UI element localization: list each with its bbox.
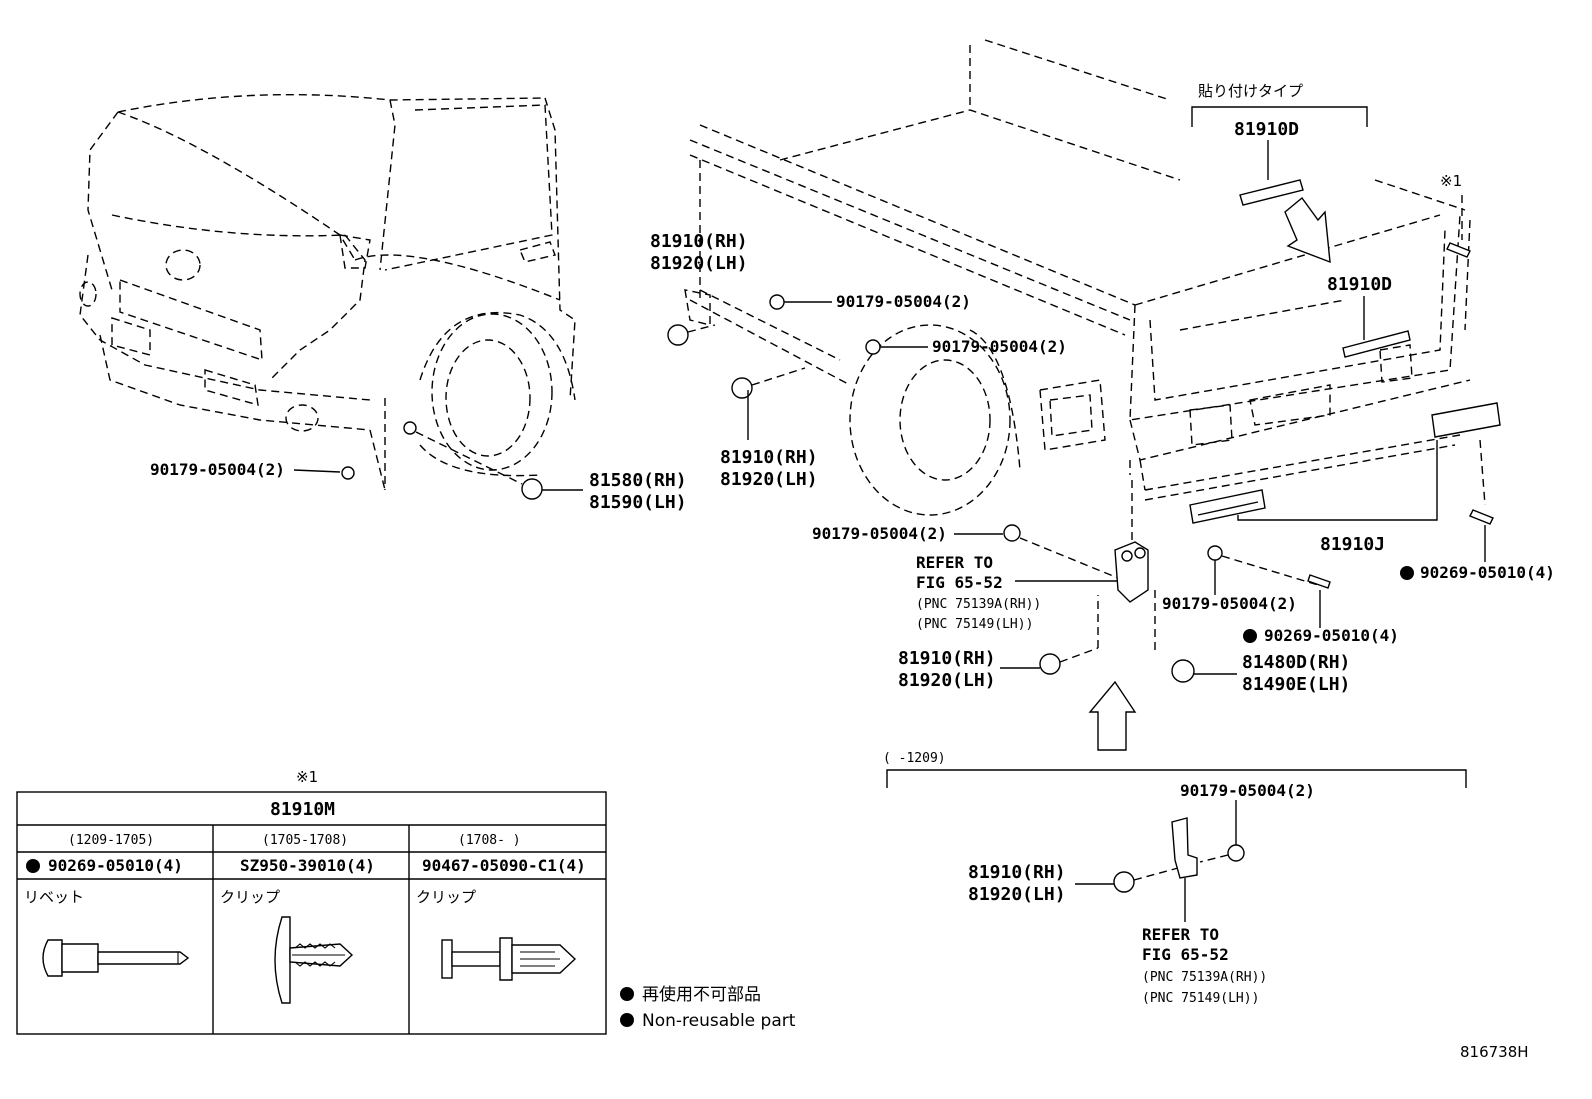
rivet-icon	[42, 939, 190, 977]
sticker-type-bracket	[1191, 106, 1411, 358]
marker-lamp-icon	[667, 324, 689, 346]
col2-part: SZ950-39010(4)	[240, 856, 375, 875]
inset-refer-pnc-rh: (PNC 75139A(RH))	[1142, 970, 1267, 985]
col3-part: 90467-05090-C1(4)	[422, 856, 586, 875]
rivet-b-label: 90269-05010(4)	[1264, 626, 1399, 645]
reflector-strip-icon	[1239, 179, 1304, 206]
front-lamp-parts	[293, 421, 583, 500]
front-lamp-lh-label: 81590(LH)	[589, 492, 687, 513]
marker-lamp-icon	[731, 377, 753, 399]
non-reusable-dot-icon	[26, 859, 40, 873]
refer-line1: REFER TO	[916, 553, 993, 572]
tail-lamp-lh-label: 81490E(LH)	[1242, 674, 1350, 695]
col3-period: (1708- )	[458, 833, 521, 848]
nut-a-label: 90179-05004(2)	[836, 292, 971, 311]
nut-b-label: 90179-05004(2)	[932, 337, 1067, 356]
inset-bracket	[886, 769, 1467, 922]
note-mark-label: ※1	[1440, 172, 1462, 190]
front-clip-label: 90179-05004(2)	[150, 460, 285, 479]
push-clip-icon	[441, 937, 577, 981]
col1-period: (1209-1705)	[68, 833, 154, 848]
sticker-type-label: 貼り付けタイプ	[1198, 82, 1303, 100]
non-reusable-dot-icon	[1400, 566, 1414, 580]
front-lamp-rh-label: 81580(RH)	[589, 470, 687, 491]
nut-d-label: 90179-05004(2)	[1162, 594, 1297, 613]
marker-lamp-icon	[1039, 653, 1061, 675]
upper-lamp-group	[667, 289, 928, 440]
reflector-icon	[1342, 330, 1411, 358]
clip-icon	[274, 916, 354, 1004]
tail-lamp-rh-label: 81480D(RH)	[1242, 652, 1350, 673]
refer-pnc-lh: (PNC 75149(LH))	[916, 617, 1033, 632]
reflector-plate-label: 81910J	[1320, 534, 1385, 555]
low-lamp-lh-label: 81920(LH)	[898, 670, 996, 691]
marker-lamp-icon	[1113, 871, 1135, 893]
col1-type: リベット	[24, 888, 84, 906]
bracket-plate-icon	[1171, 817, 1198, 879]
inset-lamp-lh-label: 81920(LH)	[968, 884, 1066, 905]
col1-part: 90269-05010(4)	[48, 856, 183, 875]
non-reusable-dot-icon	[620, 987, 634, 1001]
clip-nut-icon	[341, 466, 355, 480]
mid-lamp-lh-label: 81920(LH)	[720, 469, 818, 490]
low-lamp-rh-label: 81910(RH)	[898, 648, 996, 669]
inset-lamp-rh-label: 81910(RH)	[968, 862, 1066, 883]
reflector-plate-icon	[1189, 489, 1266, 524]
figure-code: 816738H	[1460, 1043, 1529, 1061]
bracket-group	[954, 402, 1501, 751]
reflector-mid-label: 81910D	[1327, 274, 1392, 295]
col2-type: クリップ	[220, 888, 280, 906]
rivet-a-label: 90269-05010(4)	[1420, 563, 1555, 582]
reflector-top-label: 81910D	[1234, 119, 1299, 140]
variant-table: ※1 81910M (1209-1705) (1705-1708) (1708-…	[16, 768, 607, 1035]
non-reusable-dot-icon	[620, 1013, 634, 1027]
rear-truck-illustration	[689, 39, 1471, 516]
nut-icon	[769, 294, 785, 310]
refer-pnc-rh: (PNC 75139A(RH))	[916, 597, 1041, 612]
inset-refer-pnc-lh: (PNC 75149(LH))	[1142, 991, 1259, 1006]
table-note-mark: ※1	[296, 768, 318, 786]
col2-period: (1705-1708)	[262, 833, 348, 848]
inset-range-label: ( -1209)	[883, 751, 946, 766]
rivet-icon	[1307, 574, 1331, 589]
refer-line2: FIG 65-52	[916, 573, 1003, 592]
nut-icon	[1227, 844, 1245, 862]
up-arrow-icon	[1088, 680, 1137, 751]
non-reusable-dot-icon	[1243, 629, 1257, 643]
rivet-top-icon	[1446, 195, 1471, 258]
nut-c-label: 90179-05004(2)	[812, 524, 947, 543]
upper-lamp-rh-label: 81910(RH)	[650, 231, 748, 252]
legend-en: Non-reusable part	[642, 1011, 796, 1031]
col3-type: クリップ	[416, 888, 476, 906]
table-title: 81910M	[270, 799, 335, 820]
inset-refer-line2: FIG 65-52	[1142, 945, 1229, 964]
front-cab-illustration	[79, 93, 576, 491]
tail-lamp-icon	[1171, 659, 1195, 683]
legend: 再使用不可部品 Non-reusable part	[620, 984, 796, 1031]
mid-lamp-rh-label: 81910(RH)	[720, 447, 818, 468]
nut-icon	[1003, 524, 1021, 542]
down-arrow-icon	[1284, 196, 1331, 264]
upper-lamp-lh-label: 81920(LH)	[650, 253, 748, 274]
side-lamp-icon	[521, 478, 543, 500]
inset-nut-label: 90179-05004(2)	[1180, 781, 1315, 800]
inset-refer-line1: REFER TO	[1142, 925, 1219, 944]
legend-jp: 再使用不可部品	[642, 984, 761, 1005]
